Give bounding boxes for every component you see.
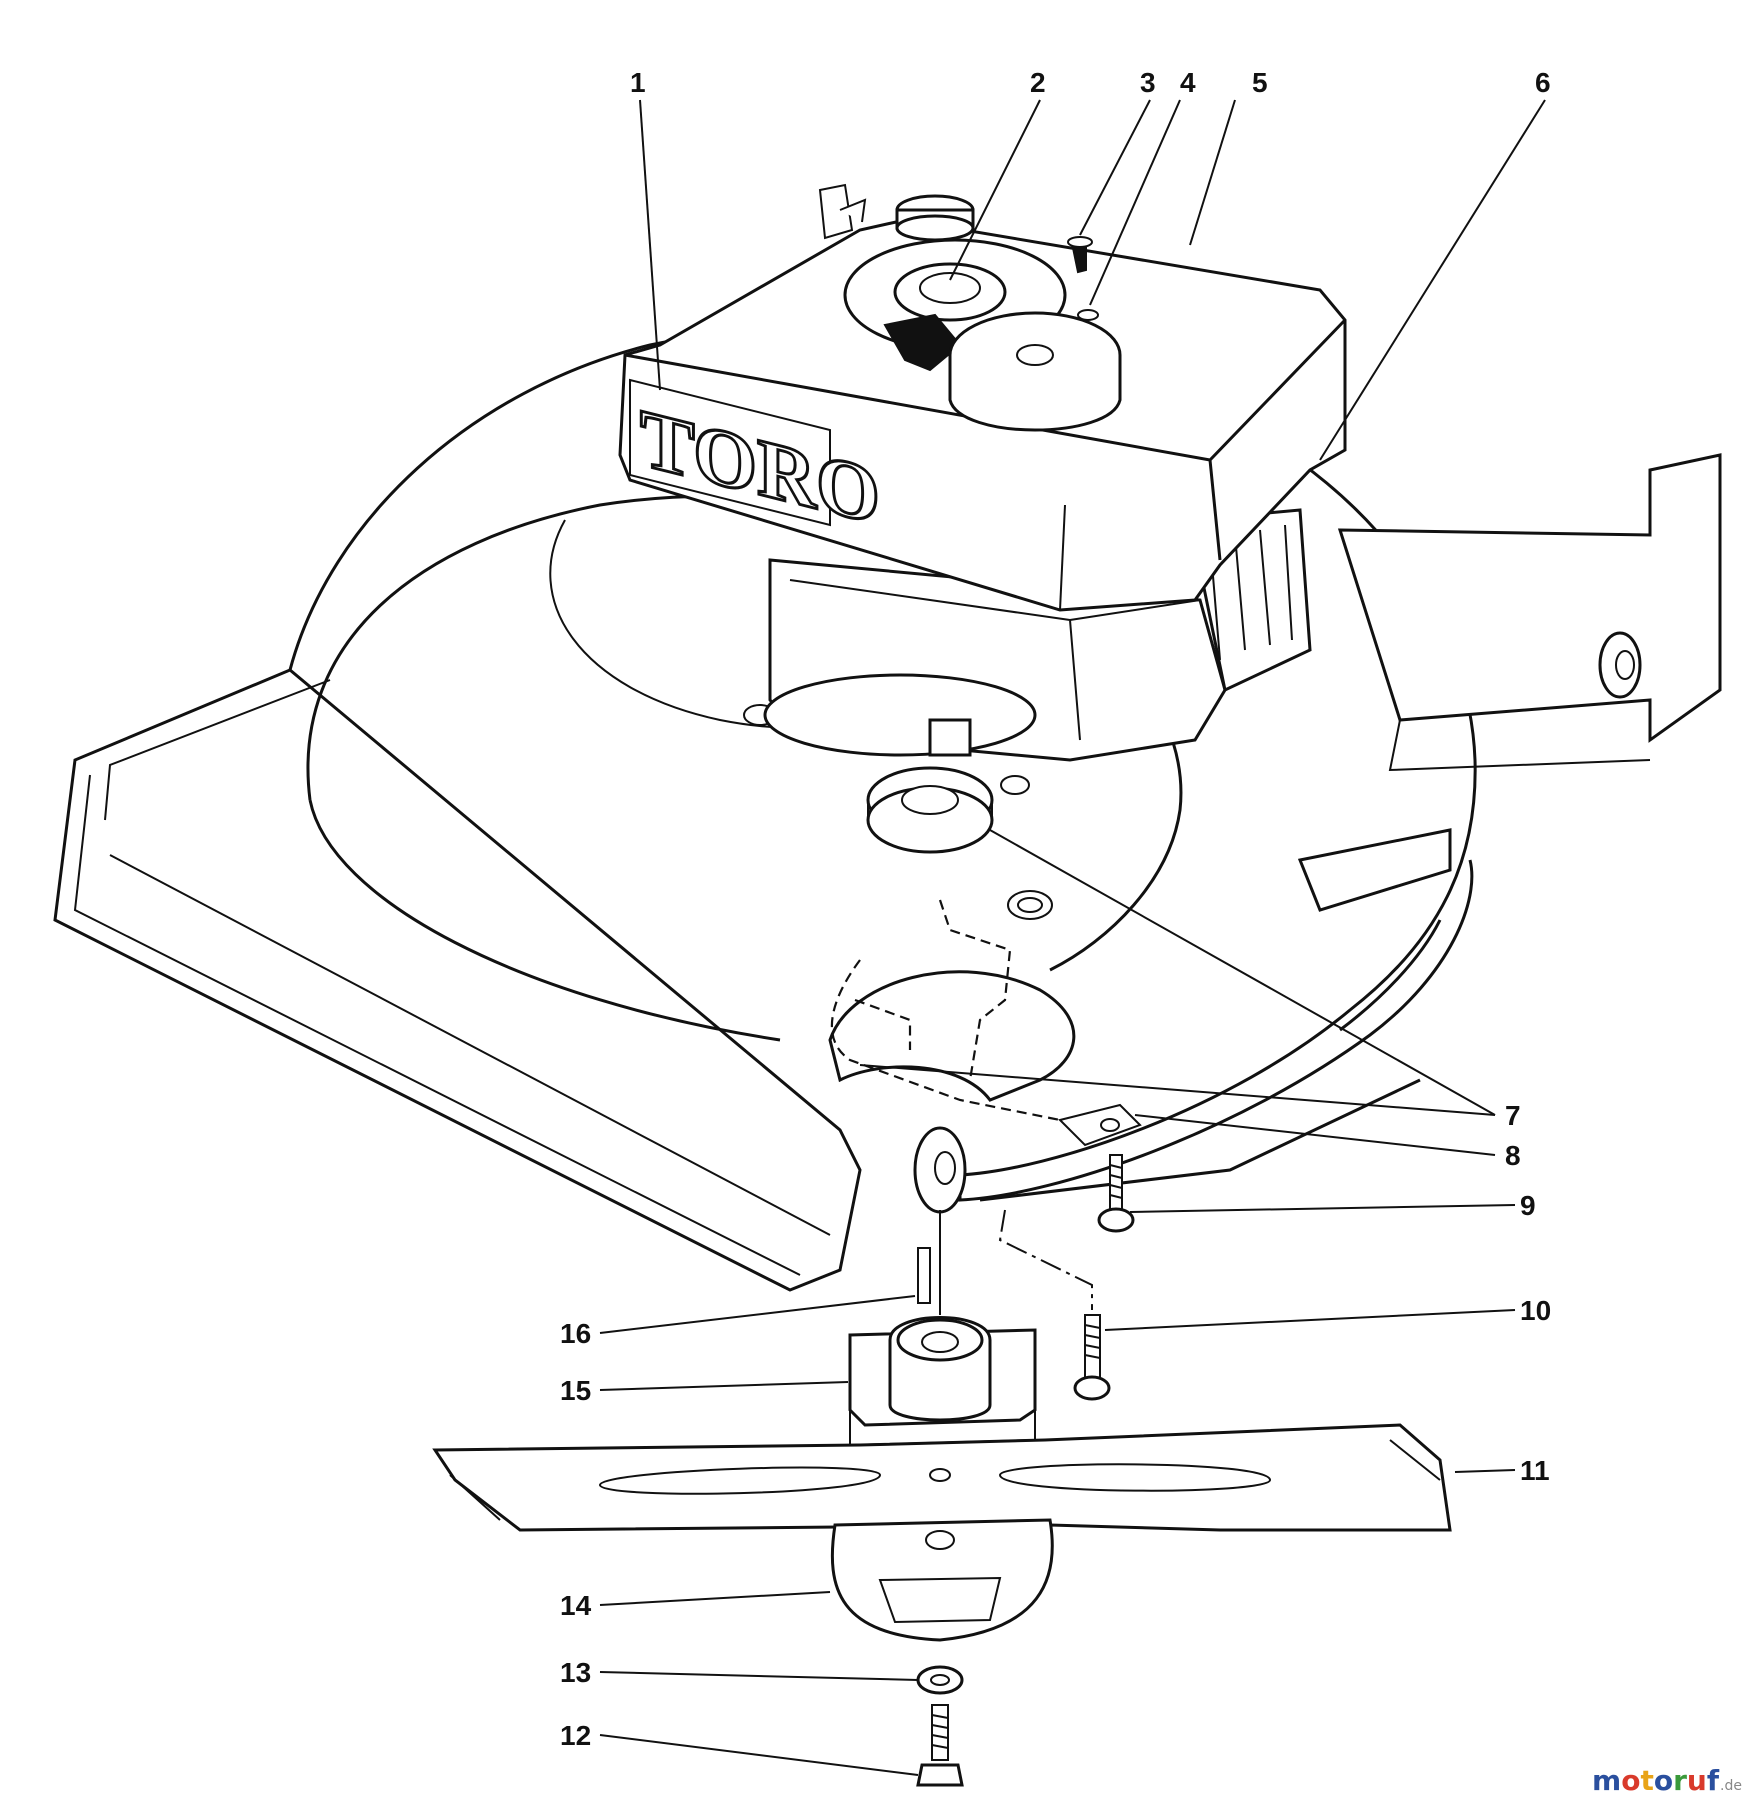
- callout-13: 13: [560, 1657, 591, 1688]
- callout-11: 11: [1520, 1455, 1550, 1486]
- callout-3: 3: [1140, 67, 1156, 98]
- callout-16: 16: [560, 1318, 591, 1349]
- pulley-and-belt: [830, 766, 1142, 1147]
- watermark-suffix: .de: [1720, 1778, 1742, 1794]
- engine-assembly: TORO: [618, 183, 1347, 762]
- callout-14: 14: [560, 1590, 592, 1621]
- callout-15: 15: [560, 1375, 591, 1406]
- callout-9: 9: [1520, 1190, 1536, 1221]
- callout-labels: 1 2 3 4 5 6 7 8 9 10 11 12 13 14 15 16: [560, 67, 1551, 1751]
- watermark-letter: m: [1592, 1764, 1621, 1797]
- callout-1: 1: [630, 67, 646, 98]
- watermark-letter: o: [1621, 1764, 1640, 1797]
- callout-2: 2: [1030, 67, 1046, 98]
- watermark-letter: u: [1687, 1764, 1707, 1797]
- callout-4: 4: [1180, 67, 1196, 98]
- callout-7: 7: [1505, 1100, 1521, 1131]
- watermark-text: motoruf: [1592, 1764, 1720, 1797]
- callout-6: 6: [1535, 67, 1551, 98]
- callout-5: 5: [1252, 67, 1268, 98]
- watermark-letter: o: [1654, 1764, 1673, 1797]
- watermark-letter: t: [1640, 1764, 1653, 1797]
- leader-lines: [599, 99, 1546, 1776]
- watermark-letter: f: [1707, 1764, 1720, 1797]
- bolts: [998, 1154, 1135, 1401]
- watermark-logo: motoruf .de: [1592, 1764, 1742, 1797]
- watermark-letter: r: [1673, 1764, 1687, 1797]
- callout-8: 8: [1505, 1140, 1521, 1171]
- callout-12: 12: [560, 1720, 591, 1751]
- callout-10: 10: [1520, 1295, 1551, 1326]
- blade-assembly: [432, 1247, 1452, 1787]
